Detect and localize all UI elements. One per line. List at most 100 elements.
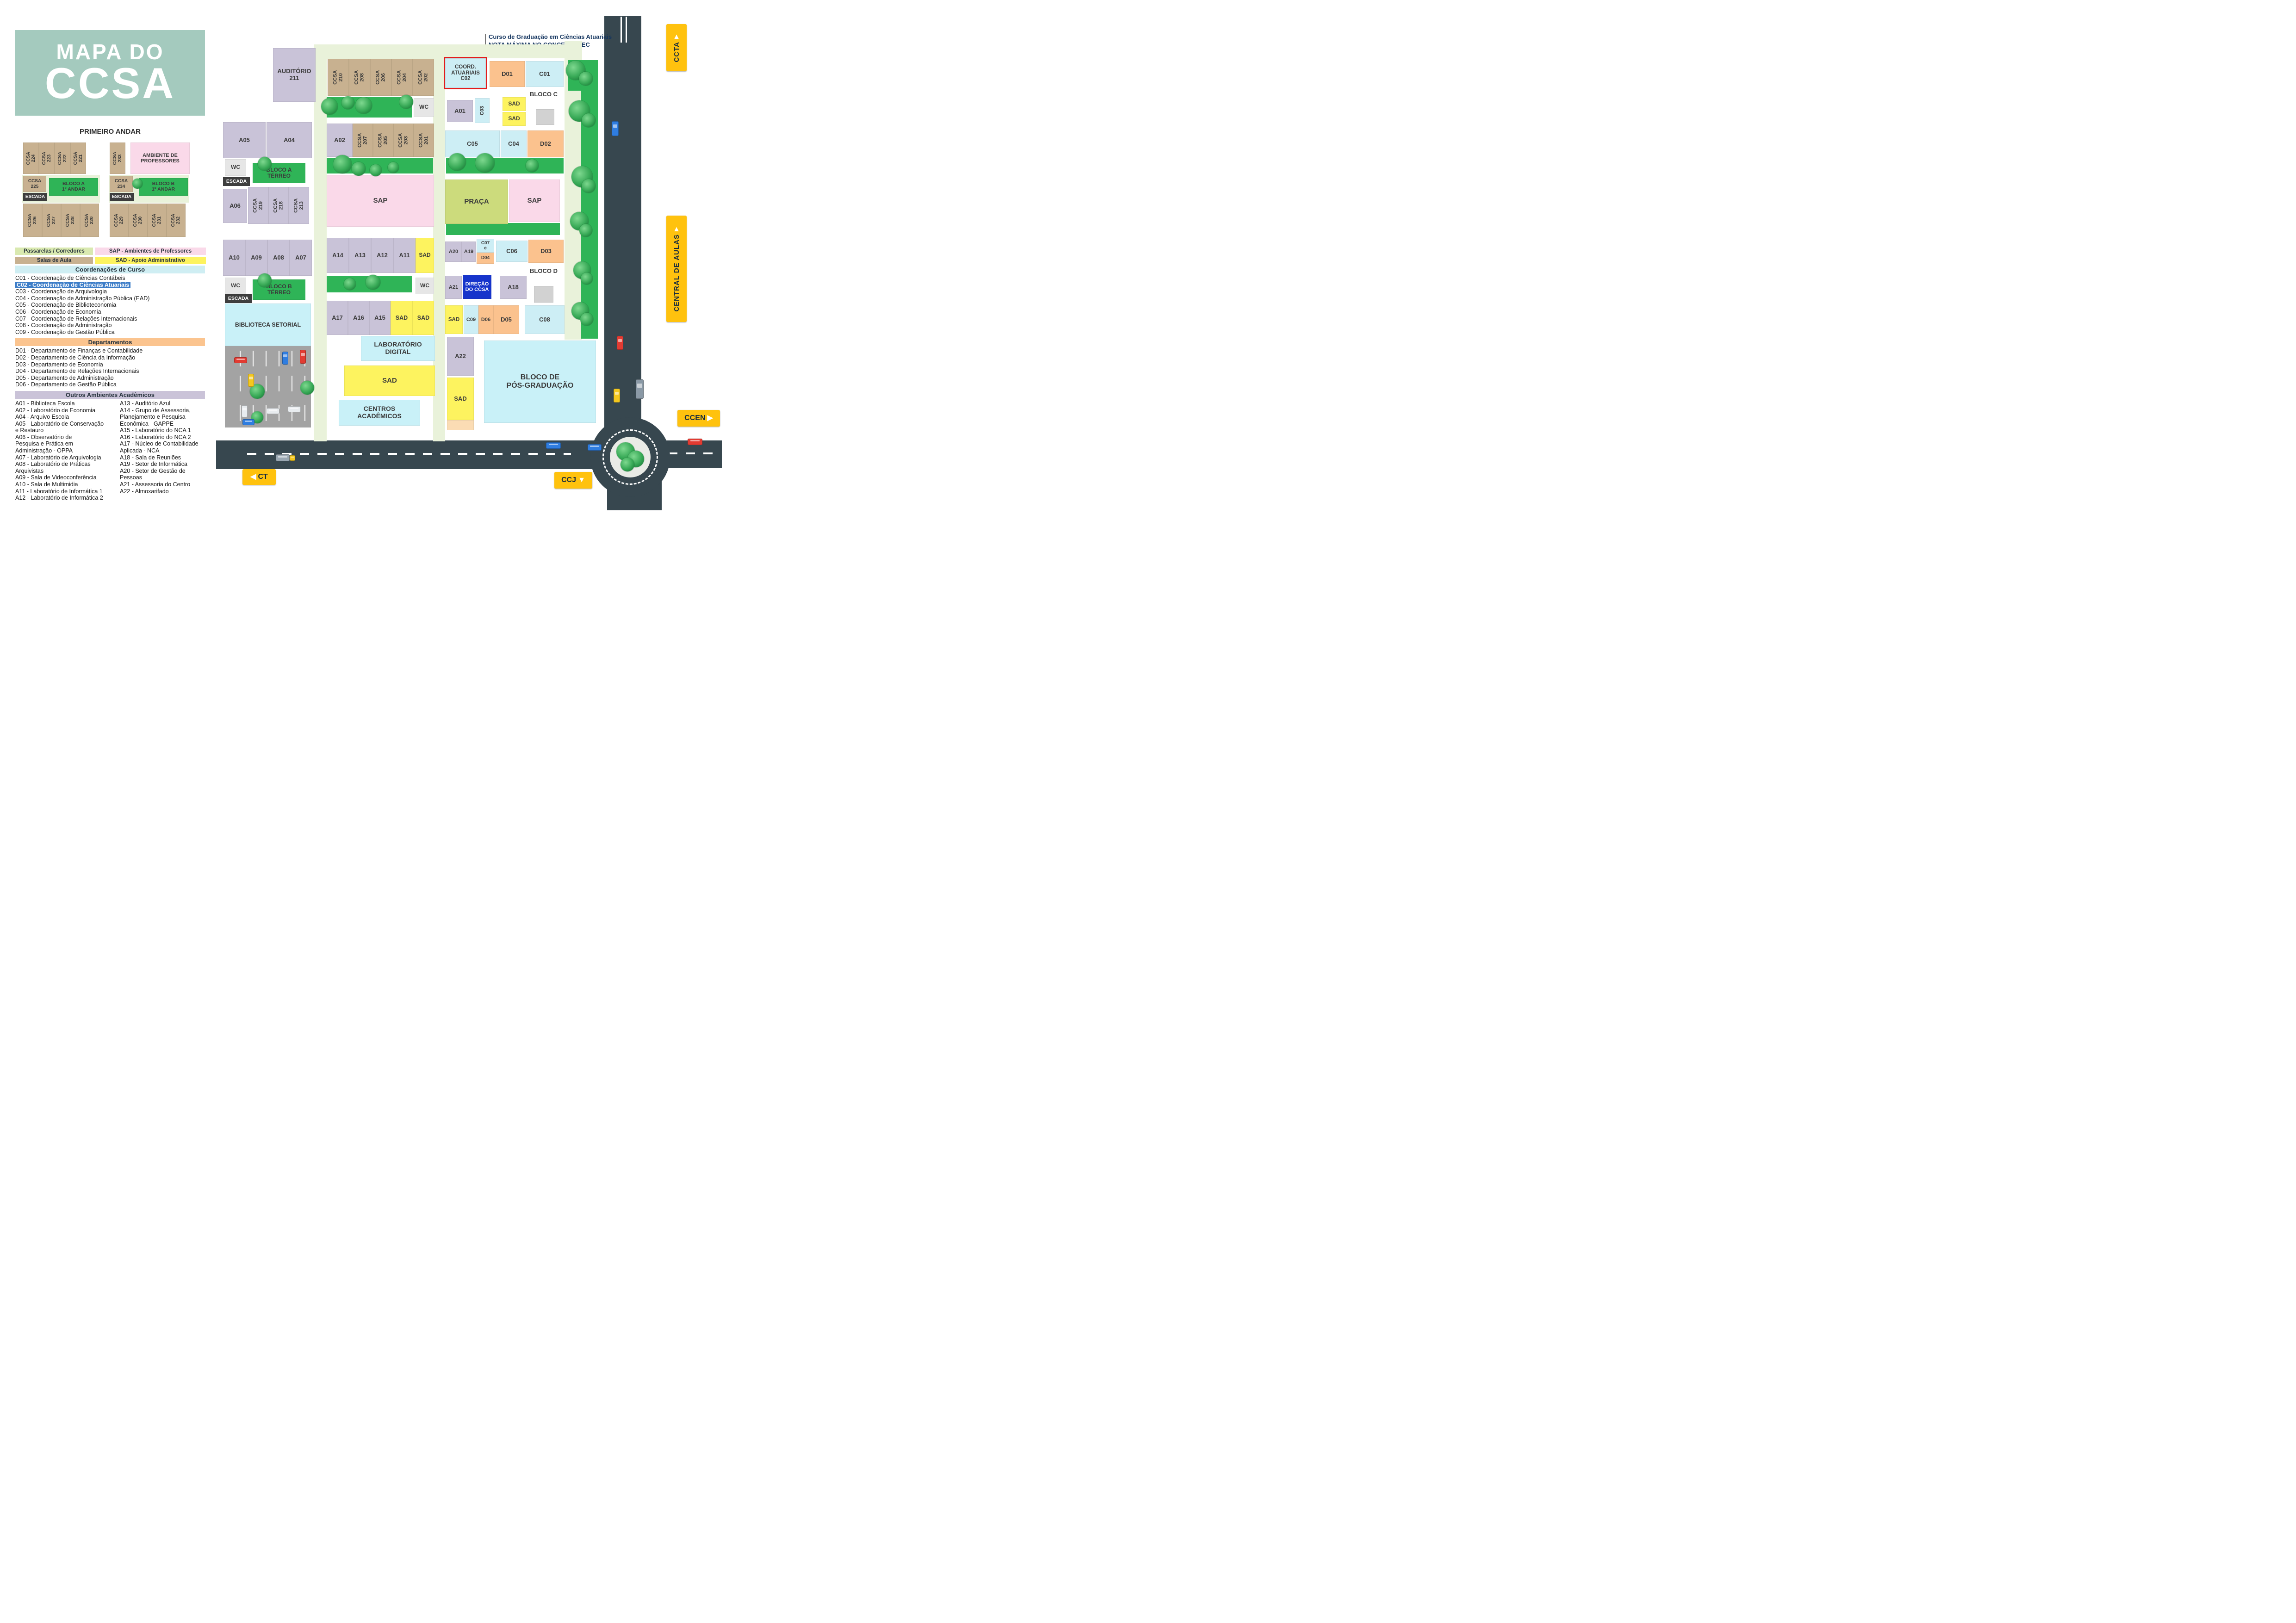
fp-ccsa-227: CCSA 227 (42, 204, 61, 237)
d04: D04 (477, 253, 494, 264)
wc-bloco-b: WC (225, 278, 246, 294)
stair-box-1 (536, 109, 554, 125)
fp-ccsa-233-label: CCSA 233 (112, 151, 123, 165)
a09: A09 (245, 240, 267, 276)
c07: C07 e (477, 239, 494, 253)
c03: C03 (475, 98, 490, 123)
car (612, 121, 619, 136)
d05-label: D05 (501, 316, 512, 323)
a14-label: A14 (332, 251, 343, 259)
tree (321, 98, 338, 115)
fp-ccsa-234-label: CCSA 234 (114, 179, 128, 189)
fp-ccsa-225-label: CCSA 225 (28, 179, 42, 189)
sad-1-label: SAD (508, 100, 520, 107)
a05-label: A05 (239, 136, 250, 143)
fp-ccsa-230: CCSA 230 (129, 204, 148, 237)
ccsa-208-label: CCSA 208 (354, 70, 365, 85)
a12-label: A12 (377, 251, 388, 259)
sad-8: SAD (447, 378, 474, 420)
fp-ccsa-222: CCSA 222 (55, 142, 70, 174)
car (242, 419, 254, 425)
ccsa-219: CCSA 219 (248, 187, 268, 224)
departamento-item: D04 - Departamento de Relações Internaci… (15, 368, 139, 375)
car (288, 406, 301, 412)
tree (258, 273, 272, 287)
praca-label: PRAÇA (464, 197, 489, 205)
a02-label: A02 (334, 136, 345, 143)
ambiente-item: A19 - Setor de Informática (120, 461, 187, 468)
tree (132, 179, 143, 189)
escada-bloco-a-label: ESCADA (226, 178, 247, 184)
sad-4: SAD (391, 301, 413, 335)
departamento-item: D02 - Departamento de Ciência da Informa… (15, 354, 136, 361)
c04-label: C04 (508, 140, 519, 147)
c06-label: C06 (506, 247, 517, 254)
corridor (314, 44, 446, 59)
a06-label: A06 (230, 202, 241, 209)
c08: C08 (525, 305, 565, 334)
a01: A01 (447, 100, 473, 122)
coordenacao-item: C01 - Coordenação de Ciências Contábeis (15, 275, 125, 281)
a22: A22 (447, 337, 474, 376)
car (234, 357, 247, 363)
tree (388, 162, 399, 173)
ambiente-item: A11 - Laboratório de Informática 1 (15, 488, 103, 495)
c09: C09 (464, 305, 478, 334)
road-center-dashes (247, 453, 571, 455)
a11: A11 (393, 238, 416, 273)
departamentos-header: Departamentos (15, 338, 205, 347)
departamentos-list: D01 - Departamento de Finanças e Contabi… (15, 347, 205, 388)
bloco-b-terreo-label: BLOCO B TÉRREO (266, 283, 292, 296)
car (282, 352, 288, 365)
laboratorio-digital-label: LABORATÓRIO DIGITAL (374, 341, 422, 355)
canvas: MAPA DO CCSA PRIMEIRO ANDAR Passarelas /… (0, 0, 722, 510)
ccsa-218-label: CCSA 218 (273, 198, 284, 213)
tree (621, 458, 634, 471)
direcao-do-ccsa: DIREÇÃO DO CCSA (463, 275, 491, 299)
c01: C01 (526, 61, 564, 87)
fp-bloco-b-1-andar: BLOCO B 1º ANDAR (139, 178, 188, 196)
fp-bloco-a-1-andar: BLOCO A 1º ANDAR (49, 178, 98, 196)
tree (300, 381, 314, 395)
fp-ccsa-234: CCSA 234 (110, 176, 133, 192)
a15: A15 (369, 301, 391, 335)
tree (399, 95, 413, 109)
d01-label: D01 (502, 70, 513, 77)
sad-8-label: SAD (454, 395, 467, 402)
c01-label: C01 (539, 70, 550, 77)
sad-6: SAD (445, 305, 463, 334)
tree (526, 159, 539, 172)
tree (448, 153, 466, 171)
d03-label: D03 (540, 247, 552, 254)
parking-stalls (228, 376, 308, 391)
c03-label: C03 (479, 105, 485, 116)
fp-escada-left-label: ESCADA (25, 194, 45, 199)
sign-ccj-arrow: ▼ (578, 476, 585, 484)
bloco-d-label: BLOCO D (530, 267, 558, 274)
wc-bloco-b-label: WC (231, 282, 240, 289)
road-center-dashes (668, 452, 717, 454)
car (248, 374, 254, 387)
fp-escada-right: ESCADA (110, 193, 134, 201)
tree (370, 164, 382, 176)
ccsa-204: CCSA 204 (391, 59, 413, 96)
a12: A12 (371, 238, 393, 273)
tree (582, 113, 596, 127)
a10-label: A10 (229, 254, 240, 261)
ambiente-item: A22 - Almoxarifado (120, 488, 169, 495)
ccsa-205-label: CCSA 205 (377, 133, 389, 148)
coord-atuariais-c02-label: COORD. ATUARIAIS C02 (451, 64, 480, 82)
tree (580, 313, 593, 326)
car (636, 379, 644, 399)
fp-ccsa-226: CCSA 226 (23, 204, 42, 237)
a15-label: A15 (374, 314, 385, 321)
escada-bloco-b-label: ESCADA (228, 295, 249, 301)
ccsa-203-label: CCSA 203 (397, 133, 409, 148)
sap-east: SAP (509, 180, 560, 222)
wc-bloco-a-label: WC (231, 164, 240, 171)
sad-7: SAD (344, 365, 435, 396)
sad-6-label: SAD (448, 316, 460, 322)
fp-ccsa-232: CCSA 232 (167, 204, 186, 237)
fp-ccsa-227-label: CCSA 227 (46, 213, 57, 227)
